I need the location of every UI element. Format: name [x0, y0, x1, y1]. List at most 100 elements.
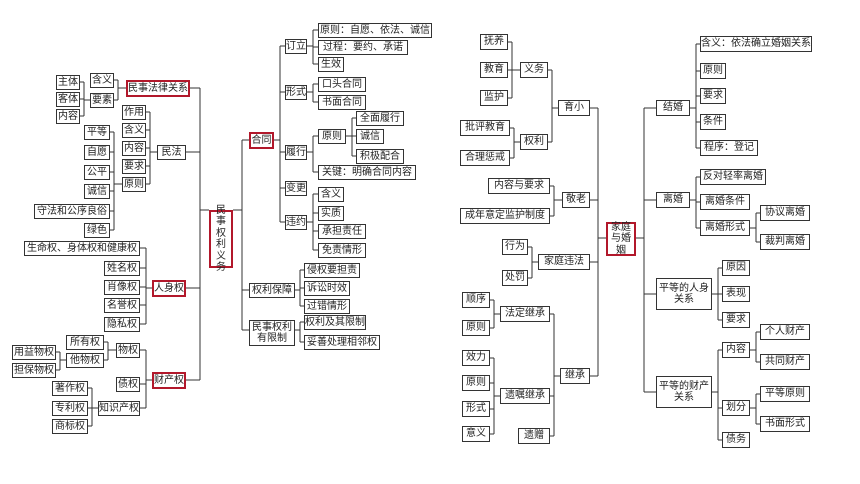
- node-property-rights: 财产权: [152, 372, 186, 389]
- node-contract-breach: 违约: [285, 215, 307, 230]
- node-testament-principle: 原则: [462, 375, 490, 391]
- node-creditor-right: 债权: [116, 377, 140, 392]
- node-adult-guardianship: 成年意定监护制度: [460, 208, 550, 224]
- node-upbringing: 育小: [558, 100, 590, 116]
- node-statutory-principle: 原则: [462, 320, 490, 336]
- node-rights-protection: 权利保障: [249, 283, 295, 298]
- node-formation-process: 过程：要约、承诺: [318, 40, 408, 55]
- node-performance-good-faith: 诚信: [356, 129, 384, 144]
- node-written-contract: 书面合同: [318, 95, 366, 110]
- node-principle-good-faith: 诚信: [84, 184, 110, 199]
- node-principle-green: 绿色: [84, 223, 110, 238]
- node-reasonable-discipline: 合理惩戒: [460, 150, 510, 166]
- node-property-content: 内容: [722, 342, 750, 358]
- node-civil-content: 内容: [122, 141, 146, 156]
- node-principle-fairness: 公平: [84, 165, 110, 180]
- node-rights-and-limits: 权利及其限制: [304, 315, 366, 330]
- node-copyright: 著作权: [52, 381, 88, 396]
- node-ownership: 所有权: [66, 335, 104, 350]
- node-full-performance: 全面履行: [356, 111, 404, 126]
- node-limitation-period: 诉讼时效: [304, 281, 350, 296]
- node-right-privacy: 隐私权: [104, 317, 140, 332]
- node-violation-act: 行为: [502, 239, 528, 255]
- node-oppose-hasty-divorce: 反对轻率离婚: [700, 169, 766, 185]
- node-rights-limits: 民事权利有限制: [249, 320, 295, 346]
- node-elderly-content: 内容与要求: [488, 178, 550, 194]
- node-content: 内容: [56, 109, 80, 124]
- node-order: 顺序: [462, 292, 490, 308]
- node-principle-voluntary: 自愿: [84, 145, 110, 160]
- node-bequest: 遗赠: [518, 428, 550, 444]
- node-right-name: 姓名权: [104, 261, 140, 276]
- node-subject: 主体: [56, 75, 80, 90]
- node-neighbor-rights: 妥善处理相邻权: [304, 335, 380, 350]
- node-property-division: 划分: [722, 400, 750, 416]
- node-relation-manifestation: 表现: [722, 286, 750, 302]
- node-intellectual-property: 知识产权: [98, 401, 140, 416]
- root-node-family-marriage: 家庭与婚姻: [606, 222, 636, 256]
- node-object: 客体: [56, 92, 80, 107]
- node-testament-form: 形式: [462, 401, 490, 417]
- node-violation-penalty: 处罚: [502, 270, 528, 286]
- node-personal-property: 个人财产: [760, 324, 810, 340]
- node-oral-contract: 口头合同: [318, 77, 366, 92]
- node-effect: 效力: [462, 350, 490, 366]
- node-personal-relation: 平等的人身关系: [656, 278, 712, 310]
- node-divorce-forms: 离婚形式: [700, 220, 750, 236]
- node-formation-effect: 生效: [318, 57, 344, 72]
- node-civil-principle: 原则: [122, 177, 146, 192]
- node-written-form: 书面形式: [760, 416, 810, 432]
- node-elderly: 敬老: [562, 192, 590, 208]
- node-criticism: 批评教育: [460, 120, 510, 136]
- node-civil-law: 民法: [157, 145, 186, 160]
- node-contract-formation: 订立: [285, 39, 307, 54]
- node-marriage-requirement: 要求: [700, 88, 726, 104]
- node-performance-key: 关键：明确合同内容: [318, 165, 416, 180]
- node-breach-exemption: 免责情形: [318, 243, 366, 258]
- node-civil-requirement: 要求: [122, 159, 146, 174]
- node-civil-meaning: 含义: [122, 123, 146, 138]
- node-equality-principle: 平等原则: [760, 386, 810, 402]
- node-principle-equality: 平等: [84, 125, 110, 140]
- node-breach-liability: 承担责任: [318, 224, 366, 239]
- node-obligations: 义务: [520, 62, 548, 78]
- node-marriage-condition: 条件: [700, 114, 726, 130]
- node-guardianship: 监护: [480, 90, 508, 106]
- node-support: 抚养: [480, 34, 508, 50]
- node-joint-property: 共同财产: [760, 354, 810, 370]
- node-relation-cause: 原因: [722, 260, 750, 276]
- node-tort-liability: 侵权要担责: [304, 263, 360, 278]
- node-other-real-right: 他物权: [66, 353, 104, 368]
- node-inheritance: 继承: [560, 368, 590, 384]
- node-parent-rights: 权利: [520, 134, 548, 150]
- node-personal-rights: 人身权: [152, 280, 186, 297]
- node-judicial-divorce: 裁判离婚: [760, 234, 810, 250]
- node-meaning: 含义: [90, 73, 114, 88]
- node-education: 教育: [480, 62, 508, 78]
- node-fault-cases: 过错情形: [304, 299, 350, 314]
- node-formation-principle: 原则：自愿、依法、诚信: [318, 23, 432, 38]
- node-marriage-procedure: 程序：登记: [700, 140, 758, 156]
- node-debts: 债务: [722, 432, 750, 448]
- node-civil-role: 作用: [122, 105, 146, 120]
- node-family-violation: 家庭违法: [538, 254, 590, 270]
- node-contract-performance: 履行: [285, 145, 307, 160]
- node-statutory-inheritance: 法定继承: [500, 306, 550, 322]
- node-breach-meaning: 含义: [318, 187, 344, 202]
- node-patent: 专利权: [52, 401, 88, 416]
- node-right-reputation: 名誉权: [104, 298, 140, 313]
- node-trademark: 商标权: [52, 419, 88, 434]
- node-security-right: 担保物权: [12, 363, 56, 378]
- node-cooperation: 积极配合: [356, 149, 404, 164]
- node-real-right: 物权: [116, 343, 140, 358]
- node-marriage-principle: 原则: [700, 63, 726, 79]
- node-right-life: 生命权、身体权和健康权: [24, 241, 140, 256]
- node-breach-essence: 实质: [318, 206, 344, 221]
- node-relation-requirement: 要求: [722, 312, 750, 328]
- node-contract-form: 形式: [285, 85, 307, 100]
- root-node-civil-rights: 民事权利义务: [209, 205, 233, 273]
- node-testament-significance: 意义: [462, 426, 490, 442]
- node-testamentary-inheritance: 遗嘱继承: [500, 388, 550, 404]
